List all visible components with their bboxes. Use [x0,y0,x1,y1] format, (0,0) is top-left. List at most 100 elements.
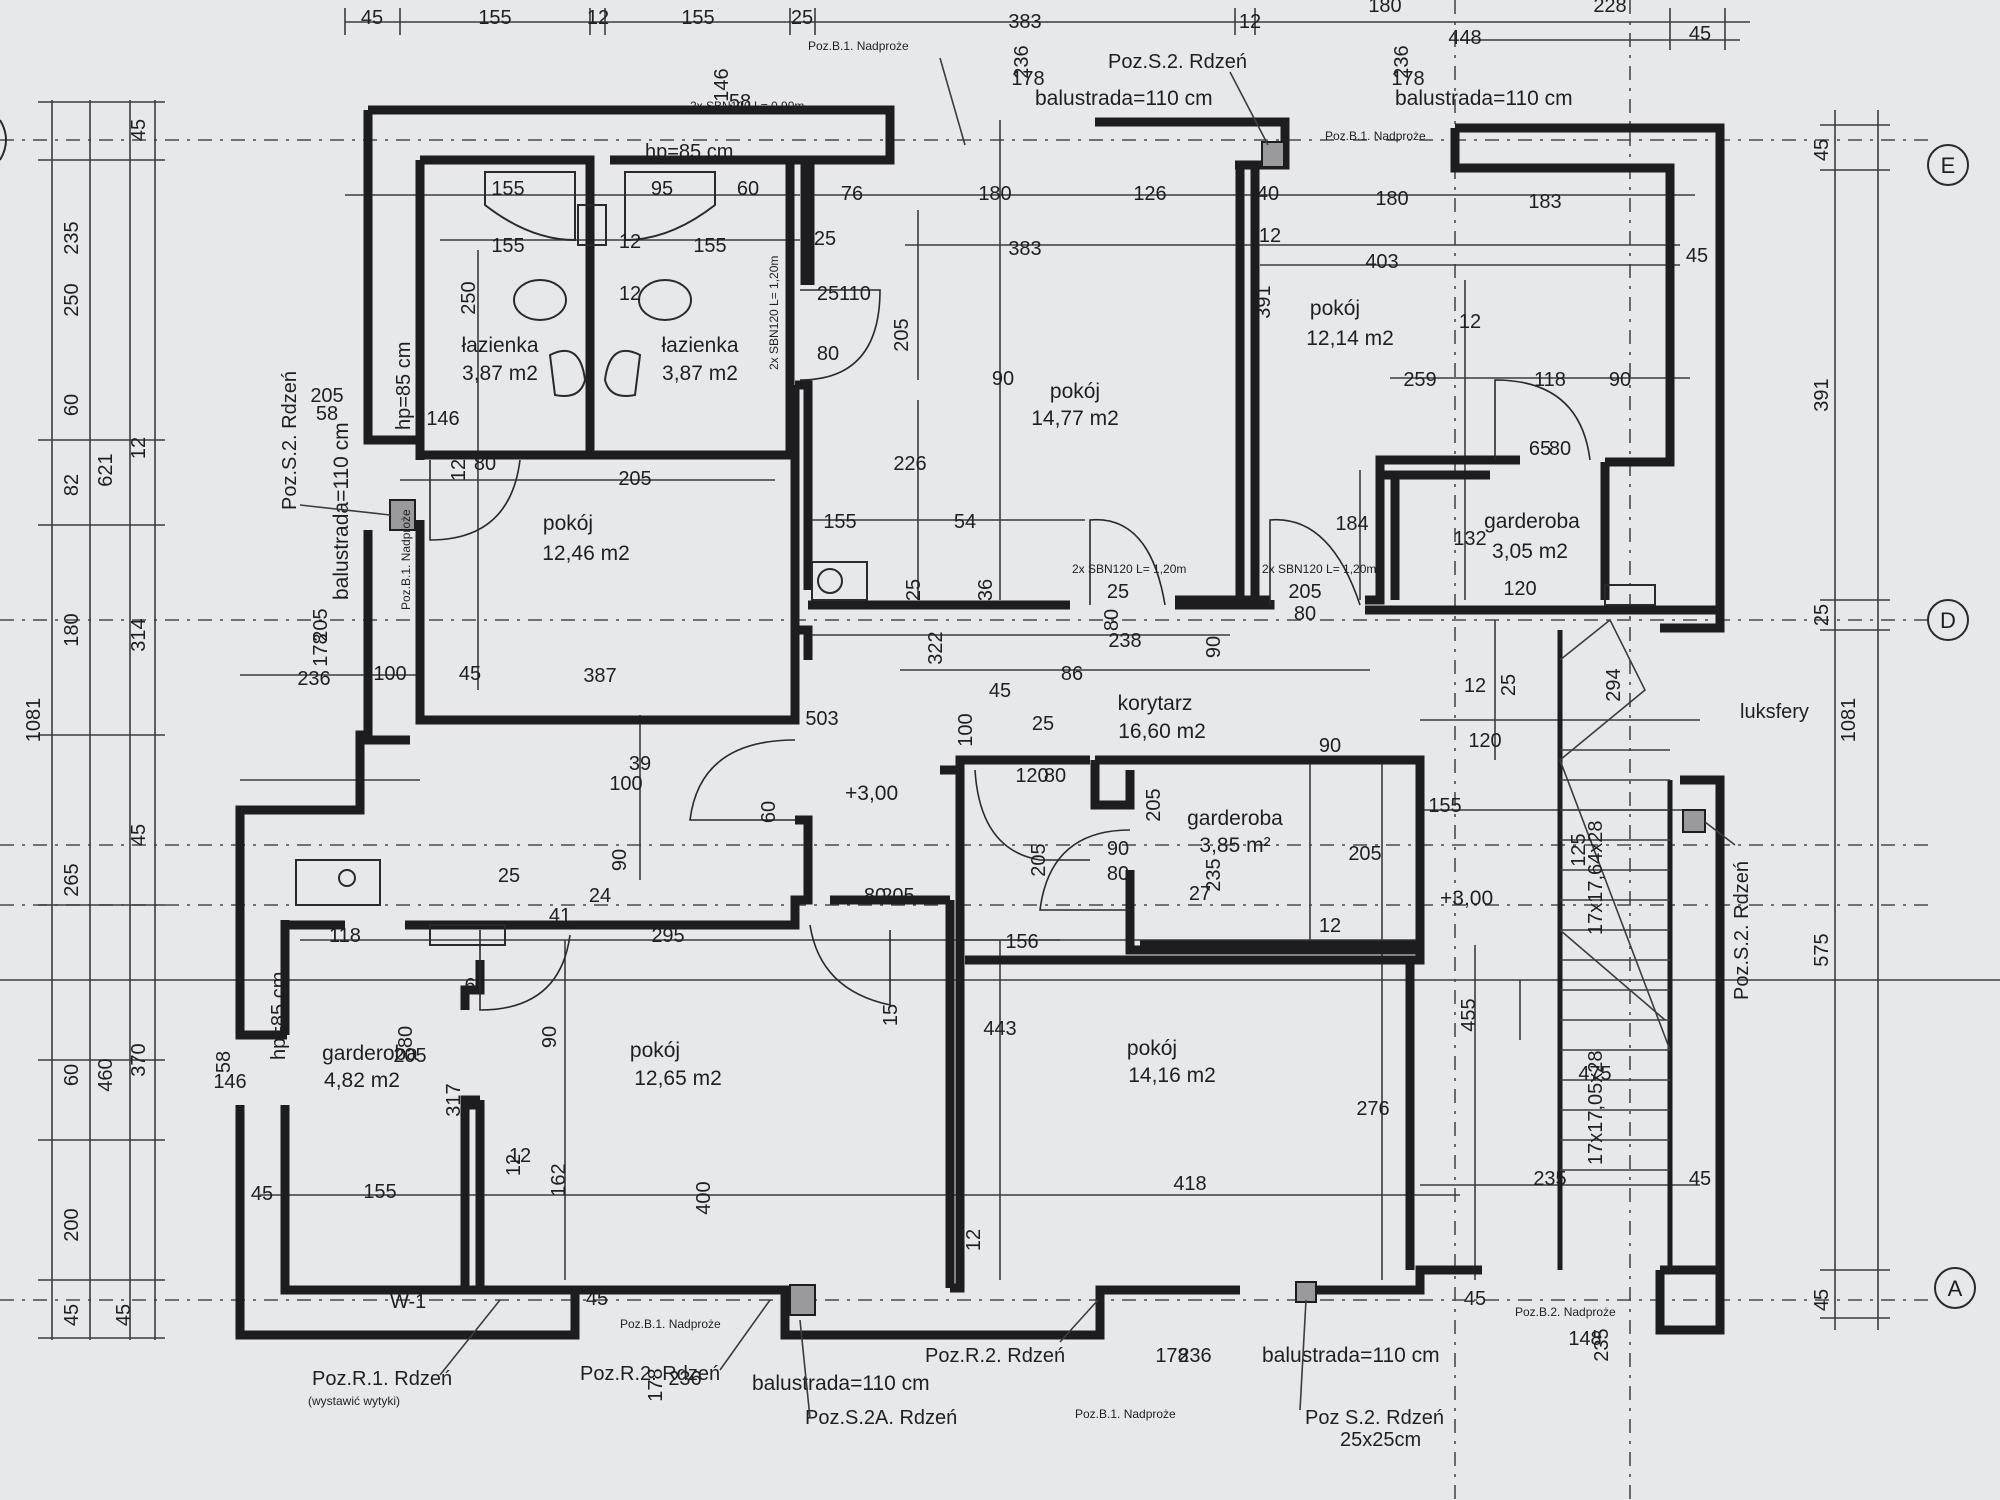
dimension-label: 443 [983,1018,1016,1040]
dimension-label: 80 [395,1026,417,1048]
dimension-label: 12 [963,1229,985,1251]
door-pokoj-e [974,769,1090,861]
dimension-label: 25 [903,579,925,601]
room-area: 3,87 m2 [462,362,538,385]
dimension-label: 178 [310,633,332,666]
dimension-label: 80 [864,885,886,907]
dimension-label: 250 [61,283,83,316]
dimension-label: 235 [1533,1168,1566,1190]
dimension-label: 236 [1178,1345,1211,1367]
element-tag: Poz.B.2. Nadproże [1515,1305,1616,1319]
element-tag: Poz.B.1. Nadproże [1075,1407,1176,1421]
walls [235,105,1725,1340]
element-tag: Poz.R.1. Rdzeń [312,1368,452,1390]
element-note: (wystawić wytyki) [308,1394,400,1408]
axis-e-marker [1927,144,1969,186]
dimension-label: 45 [1811,1289,1833,1311]
room-name: garderoba [322,1042,418,1065]
dimension-label: 58 [316,403,338,425]
dimension-label: 205 [393,1045,426,1067]
dimension-label: 460 [95,1058,117,1091]
balustrada-note: balustrada=110 cm [1035,87,1213,110]
dimension-label: 200 [61,1208,83,1241]
dimension-label: 370 [128,1043,150,1076]
axis-markers: E D A [0,119,1976,1309]
dimension-label: 448 [1448,27,1481,49]
dimension-label: 148 [1568,1328,1601,1350]
room-name: garderoba [1484,510,1580,533]
dimension-label: 80 [1294,603,1316,625]
dimension-label: 235 [1203,858,1225,891]
dimension-label: 391 [1811,378,1833,411]
dimension-label: 60 [61,1064,83,1086]
dimension-label: 162 [548,1163,570,1196]
dimension-label: 1081 [23,698,45,743]
dimension-label: 236 [1011,45,1033,78]
shower-tray-left [484,171,576,242]
dimension-label: 60 [758,801,780,823]
lintel-tag: 2x SBN120 L= 0,90m [690,99,804,113]
dimension-label: 180 [1375,188,1408,210]
dimension-label: 90 [1319,735,1341,757]
dimension-label: 391 [1253,285,1275,318]
dimension-label: 12 [587,7,609,29]
dimension-label: 236 [297,668,330,690]
dimension-label: 205 [1348,843,1381,865]
dimension-label: 205 [1143,788,1165,821]
dimension-label: 45 [459,663,481,685]
shower-tray-right [624,171,716,242]
dimension-label: 12 [619,283,641,305]
dimension-label: 180 [1368,0,1401,17]
door-pokoj-a [1089,519,1166,606]
dimension-label: 146 [711,68,733,101]
dimension-label: 95 [651,178,673,200]
dimension-label: 65 [1529,438,1551,460]
dimension-label: 58 [213,1051,235,1073]
sill-height-note: hp=85 cm [268,972,290,1060]
dimension-label: 25 [814,228,836,250]
dimension-label: 146 [426,408,459,430]
dimension-label: 120 [1015,765,1048,787]
element-tag: 25x25cm [1340,1429,1421,1451]
dimension-label: 82 [61,474,83,496]
lintel-tag: 2x SBN120 L= 1,20m [1072,562,1186,576]
dimension-label: 54 [954,511,976,533]
dimension-label: 12 [1239,11,1261,33]
dimension-label: 178 [645,1368,667,1401]
laundry-fixture [295,859,381,906]
annotations: balustrada=110 cm balustrada=110 cm balu… [268,39,1809,1451]
dimension-label: 80 [1101,609,1123,631]
room-area: 14,16 m2 [1128,1064,1216,1087]
stair-spec: 17x17,64x28 [1585,820,1607,935]
dimension-label: 250 [458,281,480,314]
dimension-label: 475 [1578,1063,1611,1085]
dimension-label: 120 [1503,578,1536,600]
dimension-label: 24 [589,885,611,907]
window-tag: W-1 [390,1291,426,1313]
room-name: pokój [1127,1037,1177,1060]
dimension-label: 80 [474,453,496,475]
dimension-label: 180 [61,613,83,646]
dimension-label: 12 [1319,915,1341,937]
floor-level: +3,00 [845,782,898,805]
glass-block-note: luksfery [1740,701,1809,723]
room-name: łazienka [461,334,538,357]
room-name: pokój [1050,380,1100,403]
dimension-label: 403 [1365,251,1398,273]
dimension-label: 178 [1155,1345,1188,1367]
dimension-label: 178 [1011,68,1044,90]
dimension-label: 12 [128,437,150,459]
room-area: 12,65 m2 [634,1067,722,1090]
dimension-label: 12 [1459,311,1481,333]
sink-left [548,349,587,397]
dimension-label: 236 [1391,45,1413,78]
door-garderoba-c [479,930,571,1011]
dimension-label: 25 [1811,604,1833,626]
axis-e-label: E [1941,153,1956,178]
element-tag: Poz.R.2. Rdzeń [580,1363,720,1385]
dimension-label: 205 [1028,843,1050,876]
dimension-label: 235 [61,221,83,254]
element-tag: Poz.B.1. Nadproże [620,1317,721,1331]
dimension-label: 39 [629,753,651,775]
door-pokoj-b [1269,518,1361,606]
